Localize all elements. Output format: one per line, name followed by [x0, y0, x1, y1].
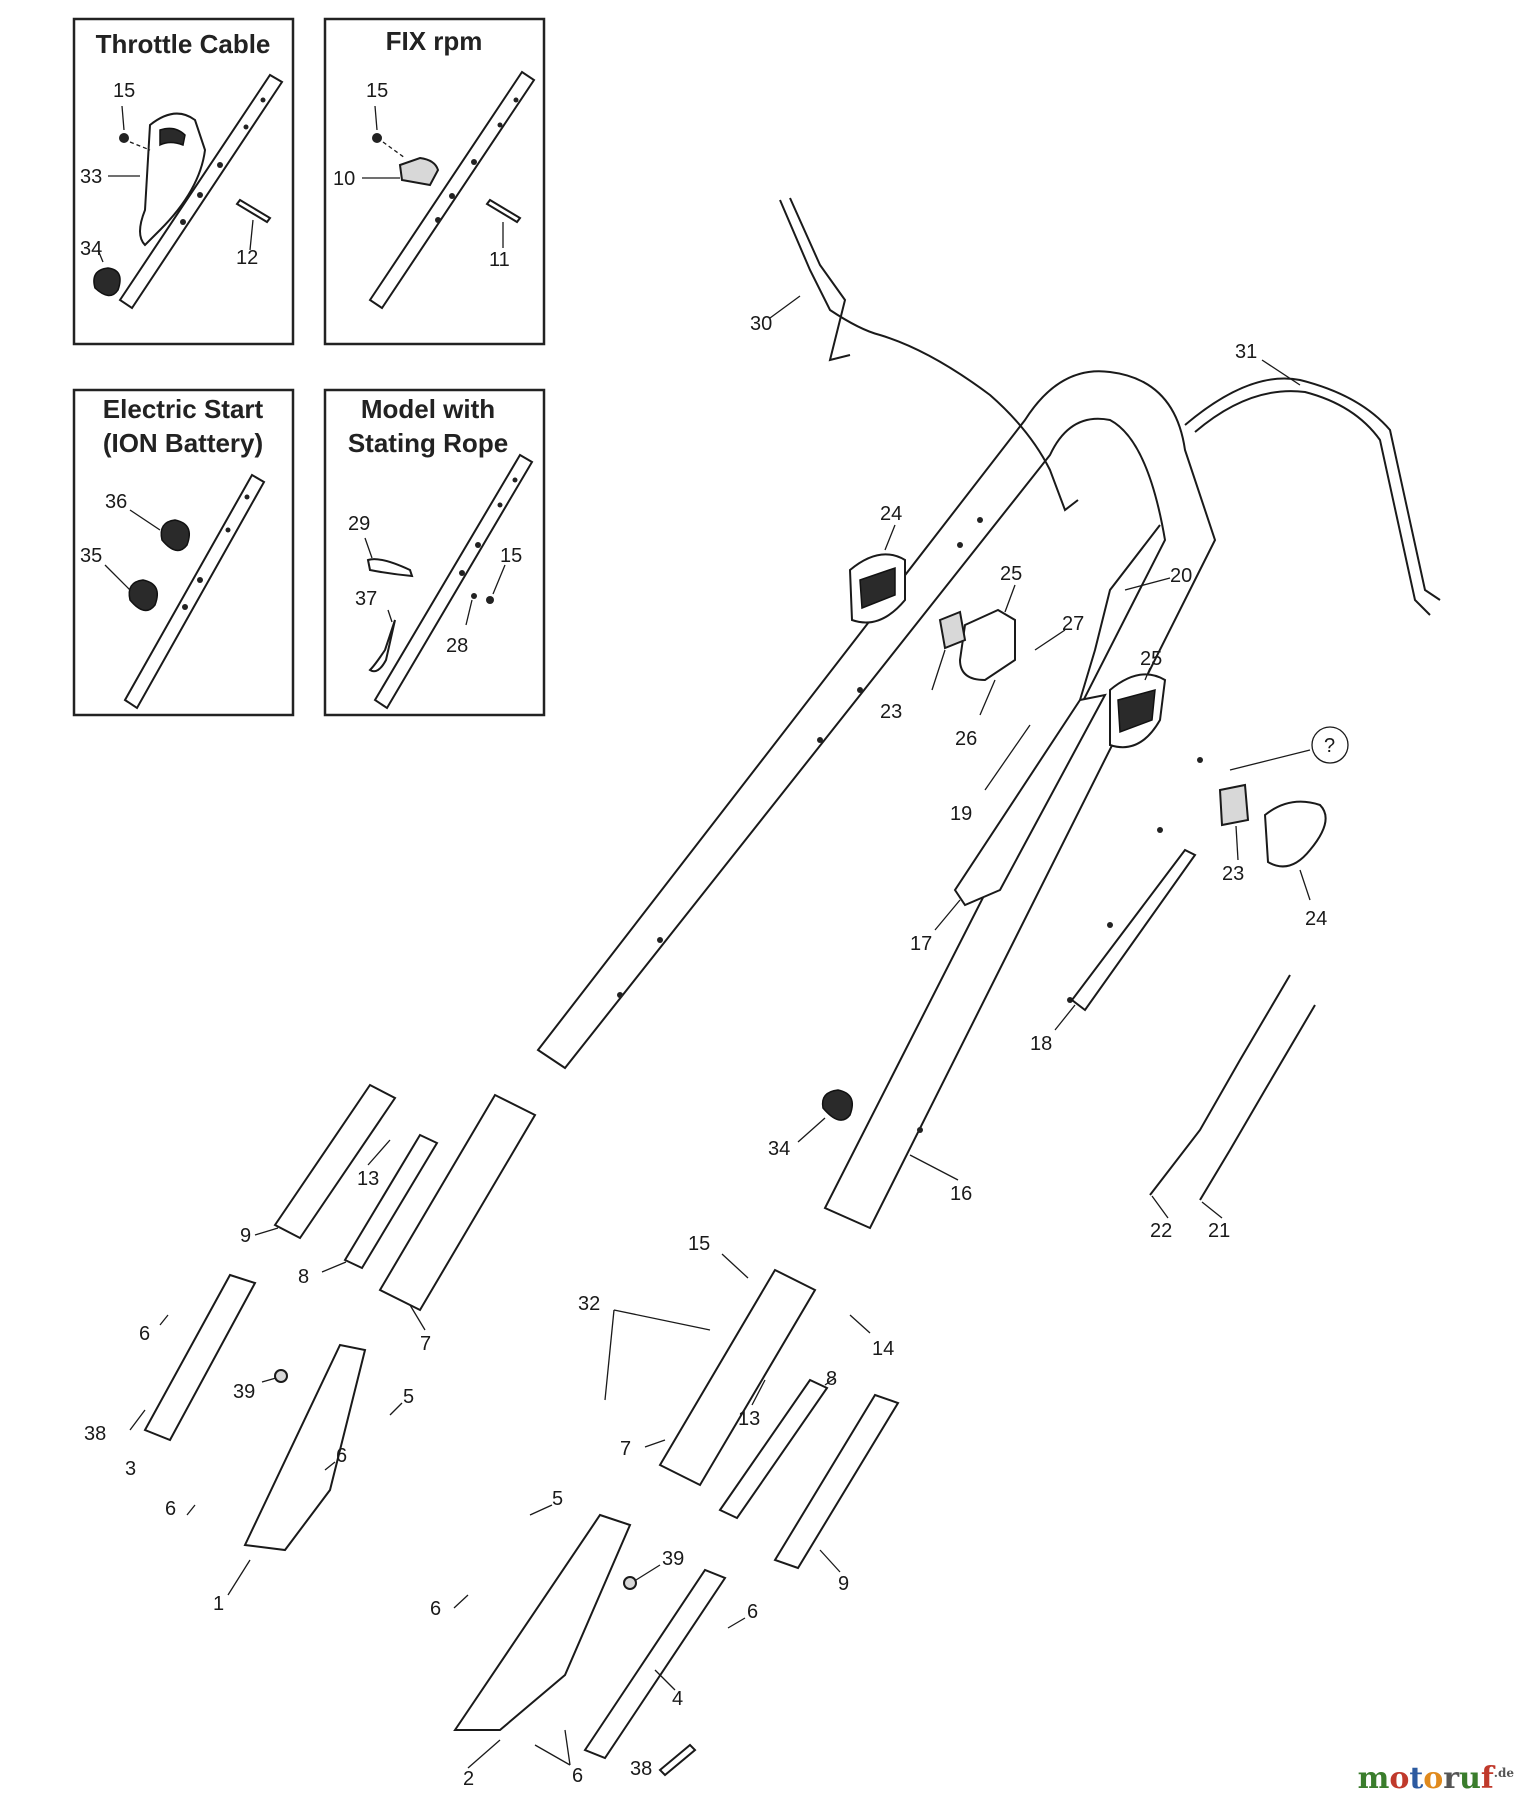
callout-39-b: 39	[662, 1548, 684, 1570]
callout-25-b: 25	[1140, 648, 1162, 670]
left-lower-assembly: 9 8 13 7 6 38 3 39 1 5 6 6	[84, 1083, 537, 1615]
inset-starting-rope: Model with Stating Rope 29 37 15 28	[323, 388, 546, 717]
callout-8-a: 8	[298, 1266, 309, 1288]
callout-23-a: 23	[880, 701, 902, 723]
callout-35: 35	[80, 545, 102, 567]
inset-title-throttle-cable: Throttle Cable	[96, 29, 271, 59]
watermark-logo: motoruf.de	[1358, 1761, 1514, 1796]
callout-20: 20	[1170, 565, 1192, 587]
callout-24-b: 24	[1305, 908, 1327, 930]
callout-12: 12	[236, 247, 258, 269]
inset-fix-rpm: FIX rpm 15 10 11	[323, 17, 546, 346]
callout-32: 32	[578, 1293, 600, 1315]
callout-7-a: 7	[420, 1333, 431, 1355]
callout-27: 27	[1062, 613, 1084, 635]
callout-16: 16	[950, 1183, 972, 1205]
callout-38-a: 38	[84, 1423, 106, 1445]
upper-handle	[536, 370, 1217, 1230]
callout-33: 33	[80, 166, 102, 188]
callout-34-a: 34	[80, 238, 102, 260]
callout-6-a: 6	[139, 1323, 150, 1345]
callout-3: 3	[125, 1458, 136, 1480]
wm-tld: .de	[1493, 1766, 1514, 1780]
inset-title-fix-rpm: FIX rpm	[386, 26, 483, 56]
callout-31: 31	[1235, 341, 1257, 363]
callout-39-a: 39	[233, 1381, 255, 1403]
callout-15-c: 15	[500, 545, 522, 567]
callout-15-a: 15	[113, 80, 135, 102]
bail-31: 31	[1184, 341, 1441, 616]
callout-6-b: 6	[336, 1445, 347, 1467]
inset-electric-start: Electric Start (ION Battery) 36 35	[72, 388, 295, 717]
callout-36: 36	[105, 491, 127, 513]
callout-25-a: 25	[1000, 563, 1022, 585]
callout-9-a: 9	[240, 1225, 251, 1247]
callout-13-b: 13	[738, 1408, 760, 1430]
callout-6-d: 6	[430, 1598, 441, 1620]
inset-title-starting-rope-1: Model with	[361, 394, 495, 424]
callout-37: 37	[355, 588, 377, 610]
callout-30: 30	[750, 313, 772, 335]
callout-5-b: 5	[552, 1488, 563, 1510]
callout-8-b: 8	[826, 1368, 837, 1390]
inset-title-electric-start-2: (ION Battery)	[103, 428, 263, 458]
callout-26: 26	[955, 728, 977, 750]
upper-components: 24 25 27 23 26 20 25 19 17 ? 23 24	[768, 503, 1349, 1242]
callout-24-a: 24	[880, 503, 902, 525]
callout-14: 14	[872, 1338, 894, 1360]
callout-19: 19	[950, 803, 972, 825]
wm-letter: o	[1423, 1761, 1444, 1796]
wm-letter: t	[1409, 1761, 1424, 1796]
wm-letter: r	[1443, 1761, 1460, 1796]
callout-4: 4	[672, 1688, 683, 1710]
callout-6-f: 6	[572, 1765, 583, 1787]
callout-7-b: 7	[620, 1438, 631, 1460]
callout-5-a: 5	[403, 1386, 414, 1408]
callout-unknown: ?	[1324, 735, 1335, 757]
callout-2: 2	[463, 1768, 474, 1790]
callout-28: 28	[446, 635, 468, 657]
callout-38-b: 38	[630, 1758, 652, 1780]
callout-9-b: 9	[838, 1573, 849, 1595]
callout-13-a: 13	[357, 1168, 379, 1190]
callout-23-b: 23	[1222, 863, 1244, 885]
inset-title-starting-rope-2: Stating Rope	[348, 428, 508, 458]
bail-30: 30	[750, 197, 1079, 512]
callout-18: 18	[1030, 1033, 1052, 1055]
inset-throttle-cable: Throttle Cable 15 33 34 12	[72, 17, 295, 346]
callout-21: 21	[1208, 1220, 1230, 1242]
callout-1: 1	[213, 1593, 224, 1615]
right-lower-assembly: 15 32 14 7 13 8 9 5 6 39 6 2 4 6	[430, 1233, 900, 1790]
wm-letter: m	[1357, 1761, 1390, 1796]
callout-15-b: 15	[366, 80, 388, 102]
wm-letter: o	[1389, 1761, 1410, 1796]
inset-title-electric-start-1: Electric Start	[103, 394, 264, 424]
callout-17: 17	[910, 933, 932, 955]
callout-6-c: 6	[165, 1498, 176, 1520]
callout-11: 11	[489, 249, 510, 271]
callout-10: 10	[333, 168, 355, 190]
wm-letter: u	[1459, 1761, 1481, 1796]
callout-15-d: 15	[688, 1233, 710, 1255]
wm-letter: f	[1480, 1761, 1494, 1796]
callout-34-b: 34	[768, 1138, 790, 1160]
callout-22: 22	[1150, 1220, 1172, 1242]
callout-29: 29	[348, 513, 370, 535]
callout-6-e: 6	[747, 1601, 758, 1623]
